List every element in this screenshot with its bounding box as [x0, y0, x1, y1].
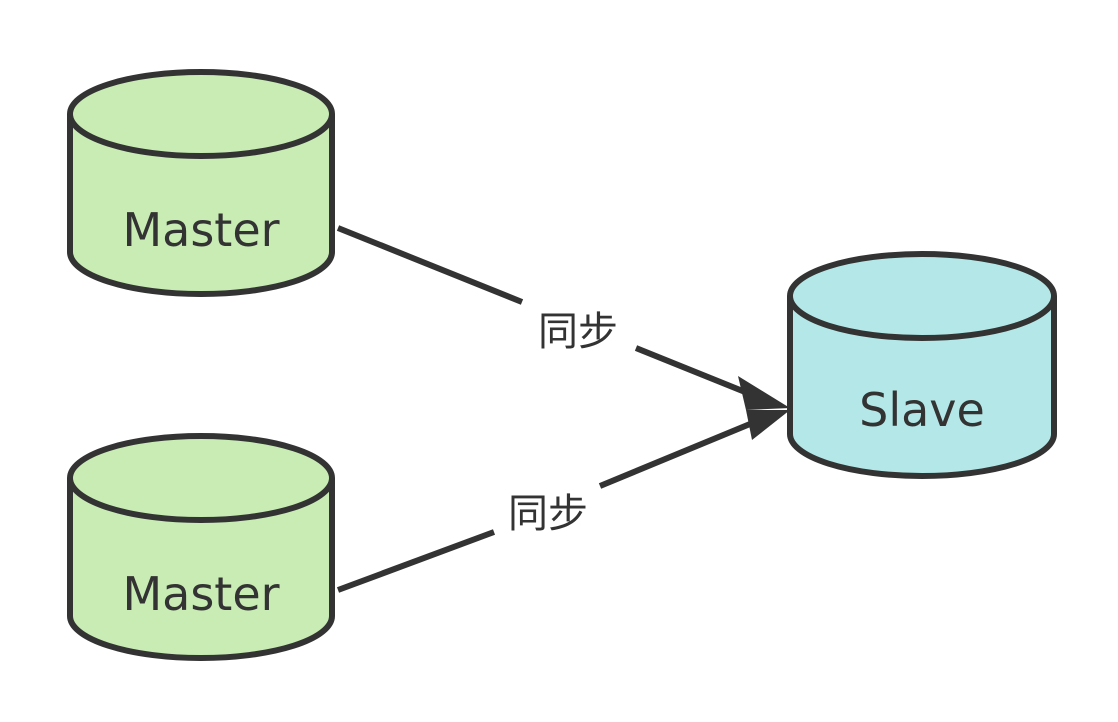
master-database-1: Master	[67, 69, 335, 297]
edge-master2-to-slave: 同步	[336, 410, 790, 593]
edge-master1-to-slave: 同步	[336, 225, 790, 410]
edge-line-segment	[634, 345, 752, 397]
node-label: Slave	[859, 383, 985, 437]
master-database-2: Master	[67, 433, 335, 661]
node-label: Master	[122, 203, 279, 257]
cylinder-body	[67, 114, 335, 297]
cylinder-body	[787, 296, 1057, 479]
slave-database: Slave	[787, 251, 1057, 479]
cylinder-body	[67, 478, 335, 661]
edge-line-segment	[336, 225, 524, 305]
edge-line-segment	[598, 421, 752, 489]
node-label: Master	[122, 567, 279, 621]
cylinder-top	[67, 69, 335, 159]
cylinder-top	[787, 251, 1057, 341]
cylinder-top	[67, 433, 335, 523]
arrowhead-icon	[738, 376, 790, 410]
arrowhead-icon	[746, 410, 790, 440]
edge-label: 同步	[508, 491, 588, 537]
edge-line-segment	[336, 529, 496, 593]
edge-label: 同步	[538, 309, 618, 355]
